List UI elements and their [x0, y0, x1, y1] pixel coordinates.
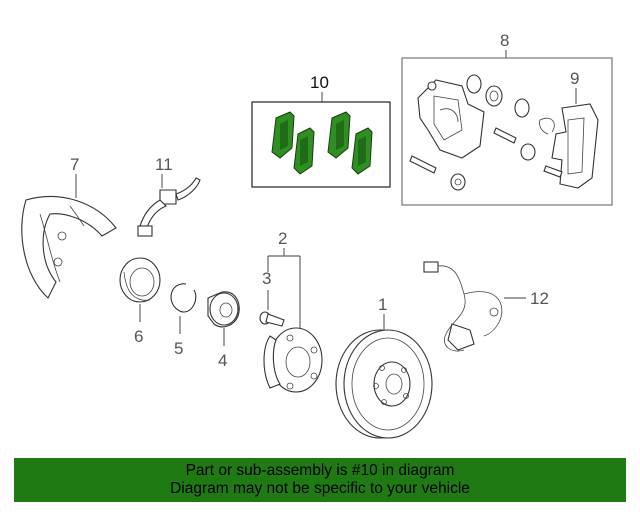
brake-pad-4[interactable] — [351, 127, 373, 175]
callout-5: 5 — [174, 339, 183, 358]
abs-sensor-wire[interactable] — [437, 265, 466, 352]
rotor-group[interactable]: 1 — [335, 295, 433, 439]
brake-hose-group[interactable]: 11 — [137, 155, 201, 237]
callout-1: 1 — [378, 295, 387, 314]
callout-9: 9 — [570, 69, 579, 88]
snap-ring[interactable] — [539, 117, 555, 135]
brake-rotor[interactable] — [335, 329, 433, 439]
caliper-bracket[interactable]: 9 — [543, 69, 599, 189]
brake-pad-1[interactable] — [271, 111, 295, 159]
snap-ring-5[interactable] — [170, 283, 197, 313]
dust-boot[interactable] — [514, 98, 530, 118]
hose-bracket[interactable] — [159, 189, 177, 205]
bearing-group[interactable]: 4 — [207, 291, 240, 370]
abs-sensor-group[interactable]: 12 — [423, 261, 549, 352]
callout-12: 12 — [530, 289, 549, 308]
brake-pad-kit-group[interactable]: 10 — [251, 73, 391, 188]
callout-6: 6 — [134, 327, 143, 346]
info-banner: Part or sub-assembly is #10 in diagram D… — [14, 458, 626, 502]
brake-pad-2[interactable] — [293, 127, 315, 175]
brake-pad-3[interactable] — [327, 111, 351, 159]
dust-shield-group[interactable]: 7 — [21, 155, 117, 299]
callout-2: 2 — [278, 229, 287, 248]
pin-boot-1[interactable] — [520, 143, 536, 161]
callout-8: 8 — [500, 31, 509, 50]
dust-shield[interactable] — [21, 196, 117, 299]
wheel-stud[interactable] — [259, 311, 285, 327]
snap-ring-group[interactable]: 5 — [170, 283, 197, 358]
slide-pin-lower[interactable] — [409, 155, 437, 174]
callout-10: 10 — [310, 73, 329, 92]
parts-diagram: 10 8 — [21, 31, 613, 439]
hose-fitting[interactable] — [137, 225, 153, 237]
seal-group[interactable]: 6 — [119, 257, 161, 346]
caliper-body[interactable] — [417, 79, 485, 159]
wheel-hub[interactable] — [263, 327, 323, 393]
piston[interactable] — [485, 85, 503, 107]
caliper-assembly-group[interactable]: 8 9 — [401, 31, 613, 206]
callout-4: 4 — [218, 351, 227, 370]
seal[interactable] — [119, 257, 161, 303]
callout-7: 7 — [70, 155, 79, 174]
hub-group[interactable]: 2 3 — [259, 229, 323, 393]
pin-boot-2[interactable] — [450, 173, 466, 191]
sensor-connector[interactable] — [423, 261, 439, 273]
banner-line-2: Diagram may not be specific to your vehi… — [170, 480, 470, 497]
callout-11: 11 — [155, 155, 173, 174]
abs-sensor[interactable] — [447, 323, 475, 351]
callout-3: 3 — [262, 269, 271, 288]
slide-pin-upper[interactable] — [493, 127, 517, 144]
banner-line-1: Part or sub-assembly is #10 in diagram — [185, 462, 455, 479]
piston-seal[interactable] — [466, 74, 482, 94]
